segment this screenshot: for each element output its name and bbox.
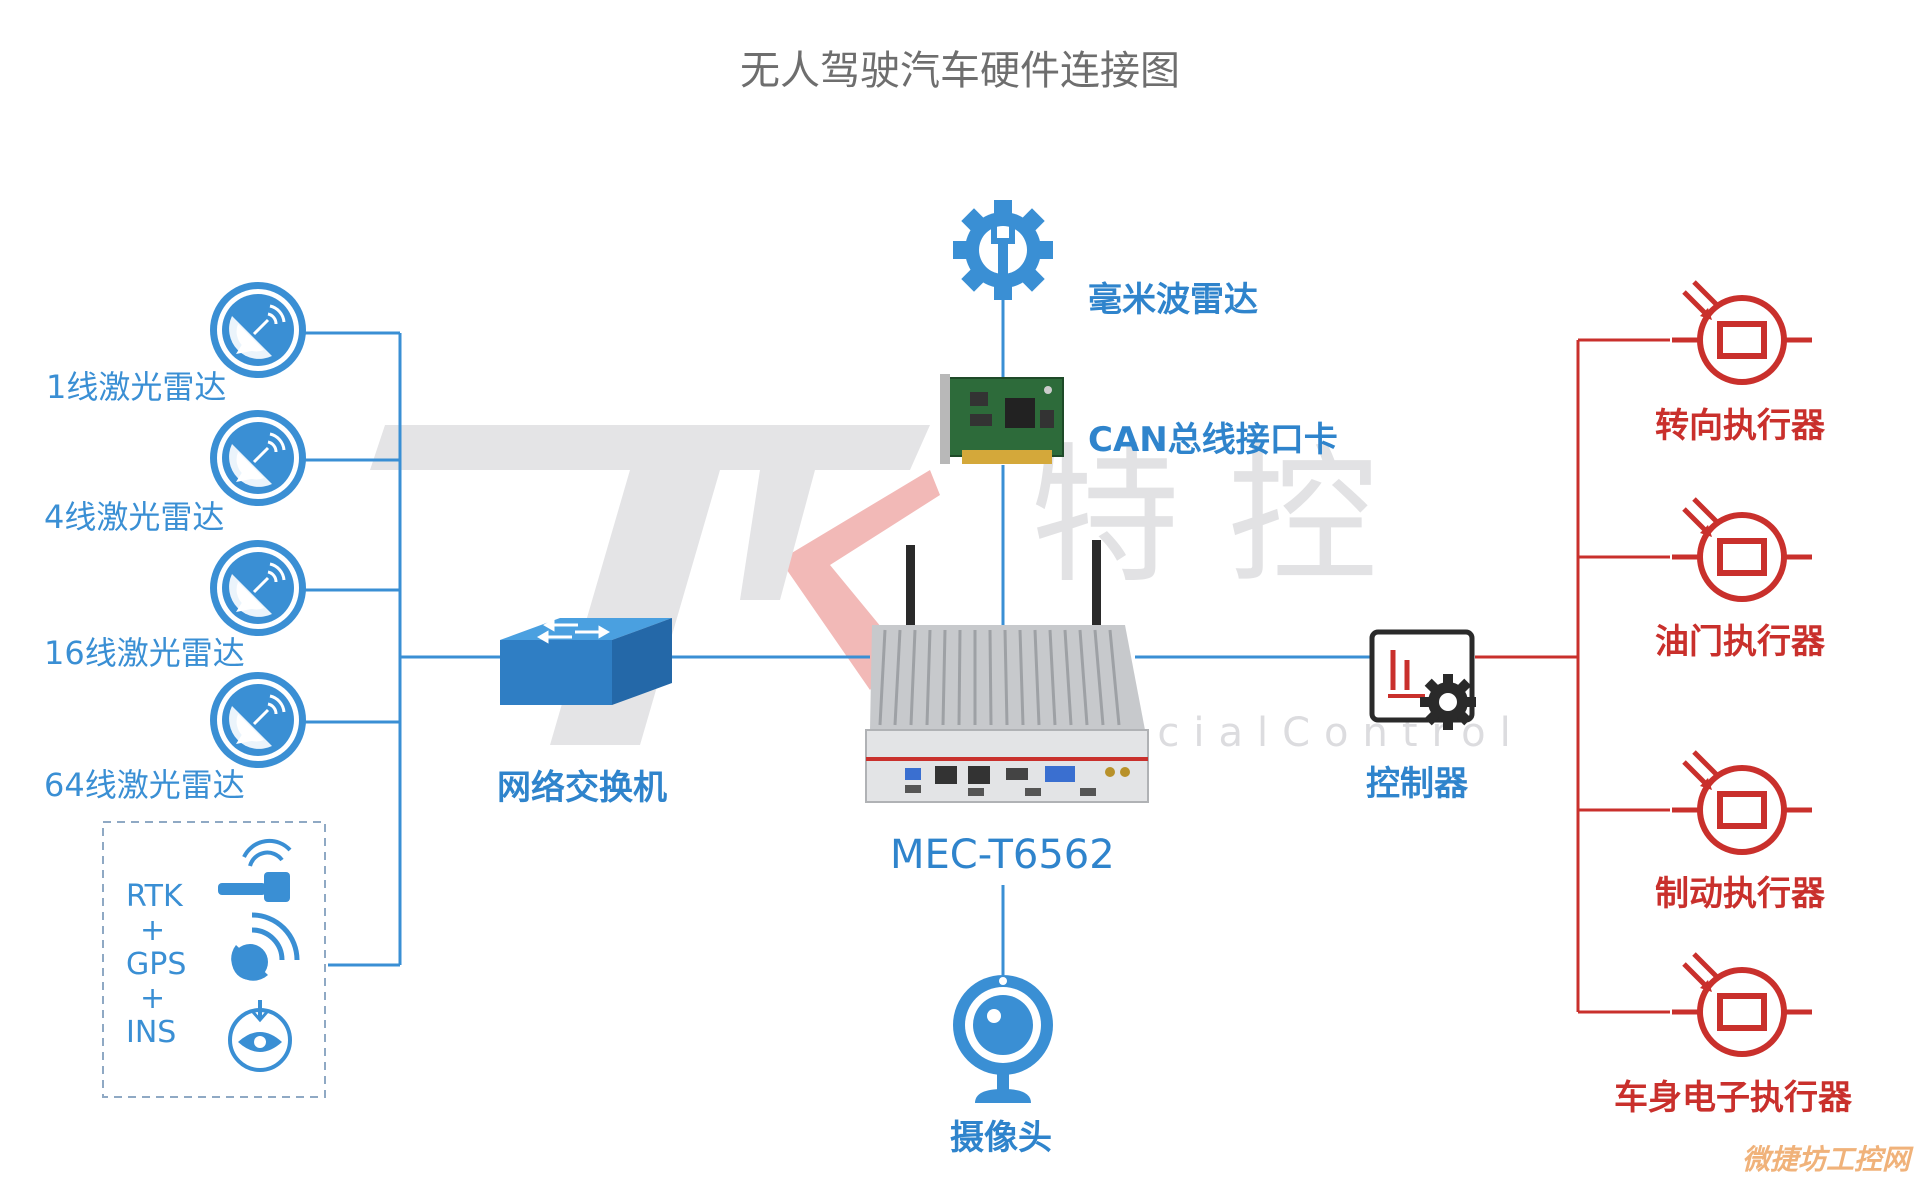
gnss-rtk: RTK bbox=[126, 879, 183, 914]
camera-label: 摄像头 bbox=[950, 1118, 1052, 1158]
switch-label: 网络交换机 bbox=[497, 768, 667, 808]
brake-actuator-icon bbox=[1672, 752, 1812, 852]
actuator-label: 转向执行器 bbox=[1655, 406, 1825, 446]
actuator-label: 制动执行器 bbox=[1655, 874, 1825, 914]
watermark-text: 特 控 bbox=[1030, 430, 1378, 604]
watermark-t-shape bbox=[370, 425, 930, 745]
radar-label: 毫米波雷达 bbox=[1088, 280, 1258, 320]
steering-actuator-icon bbox=[1672, 282, 1812, 382]
rtk-icon bbox=[218, 838, 292, 902]
gnss-gps: GPS bbox=[126, 947, 187, 982]
body-actuator-icon bbox=[1672, 954, 1812, 1054]
lidar-label: 4线激光雷达 bbox=[44, 498, 225, 536]
watermark-u-shape bbox=[740, 470, 815, 600]
gps-icon bbox=[231, 912, 300, 981]
actuator-label: 油门执行器 bbox=[1655, 622, 1825, 662]
can-label: CAN总线接口卡 bbox=[1088, 420, 1338, 460]
ins-icon bbox=[228, 1000, 292, 1072]
footer-watermark: 微捷坊工控网 bbox=[1742, 1143, 1911, 1176]
throttle-actuator-icon bbox=[1672, 499, 1812, 599]
page-title: 无人驾驶汽车硬件连接图 bbox=[740, 48, 1180, 94]
gnss-label: RTK + GPS + INS bbox=[126, 880, 186, 1050]
lidar-label: 16线激光雷达 bbox=[44, 634, 245, 672]
gnss-plus: + bbox=[140, 981, 166, 1016]
controller-label: 控制器 bbox=[1366, 764, 1468, 804]
gnss-plus: + bbox=[140, 913, 166, 948]
gnss-ins: INS bbox=[126, 1015, 177, 1050]
watermark-red-chevron bbox=[780, 470, 940, 690]
lidar-label: 1线激光雷达 bbox=[46, 368, 227, 406]
actuator-label: 车身电子执行器 bbox=[1614, 1078, 1852, 1118]
mec-model-label: MEC-T6562 bbox=[890, 832, 1115, 878]
lidar-label: 64线激光雷达 bbox=[44, 766, 245, 804]
